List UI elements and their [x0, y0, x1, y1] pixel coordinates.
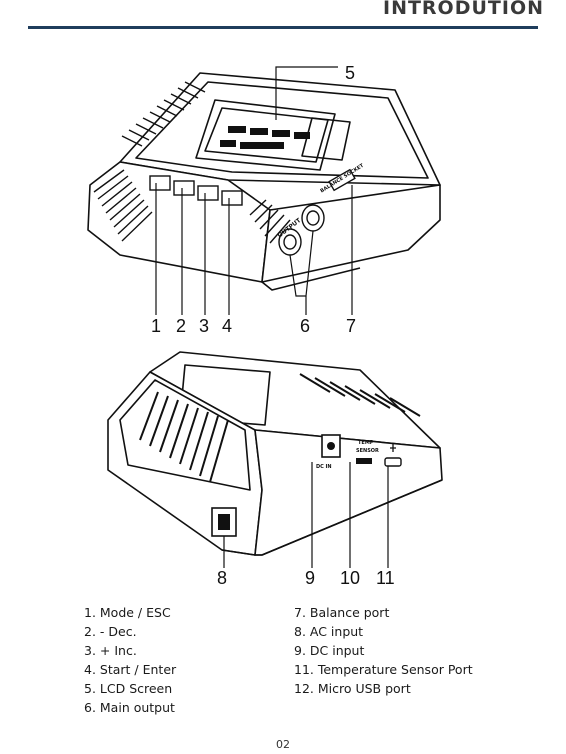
- callout-7: 7: [346, 316, 356, 336]
- callout-6: 6: [300, 316, 310, 336]
- callout-2: 2: [176, 316, 186, 336]
- callout-9: 9: [305, 568, 315, 588]
- callout-4: 4: [222, 316, 232, 336]
- legend-item: 4. Start / Enter: [84, 662, 177, 677]
- legend-item: 6. Main output: [84, 700, 175, 715]
- legend-item: 5. LCD Screen: [84, 681, 173, 696]
- legend-item: 2. - Dec.: [84, 624, 137, 639]
- legend-item: 9. DC input: [294, 643, 365, 658]
- legend-item: 8. AC input: [294, 624, 364, 639]
- callout-8: 8: [217, 568, 227, 588]
- legend-right-column: 7. Balance port 8. AC input 9. DC input …: [294, 603, 473, 698]
- legend-left-column: 1. Mode / ESC 2. - Dec. 3. + Inc. 4. Sta…: [84, 603, 176, 717]
- legend-item: 7. Balance port: [294, 605, 390, 620]
- temp-label: TEMP: [358, 440, 374, 446]
- callout-10: 10: [340, 568, 360, 588]
- legend-item: 3. + Inc.: [84, 643, 137, 658]
- header-divider: [28, 26, 538, 29]
- legend-item: 1. Mode / ESC: [84, 605, 171, 620]
- callout-11: 11: [376, 568, 395, 588]
- legend-item: 11. Temperature Sensor Port: [294, 662, 473, 677]
- sensor-label: SENSOR: [356, 448, 379, 454]
- dc-in-label: DC IN: [316, 464, 332, 470]
- charger-front-illustration: OUTPUT BALANCE SOCKET 5 1 2 3 4 6 7: [87, 63, 441, 336]
- page-number: 02: [276, 738, 290, 751]
- callout-3: 3: [199, 316, 209, 336]
- charger-rear-illustration: DC IN TEMP SENSOR 8 9 10 11: [107, 351, 443, 588]
- legend-item: 12. Micro USB port: [294, 681, 411, 696]
- page-title: INTRODUTION: [383, 0, 544, 19]
- callout-1: 1: [151, 316, 161, 336]
- callout-5: 5: [345, 63, 355, 83]
